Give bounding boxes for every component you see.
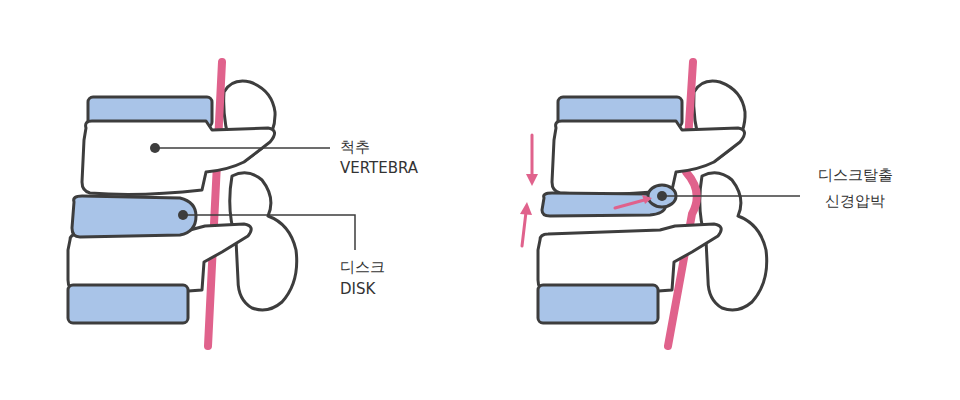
condition-label: 디스크탈출 [818,166,893,184]
part-name: 디스크 [340,258,385,276]
part-name: VERTEBRA [340,159,418,177]
part-name: 척추 [340,138,370,156]
part-name: DISK [340,280,375,298]
condition-label: 신경압박 [825,192,885,210]
